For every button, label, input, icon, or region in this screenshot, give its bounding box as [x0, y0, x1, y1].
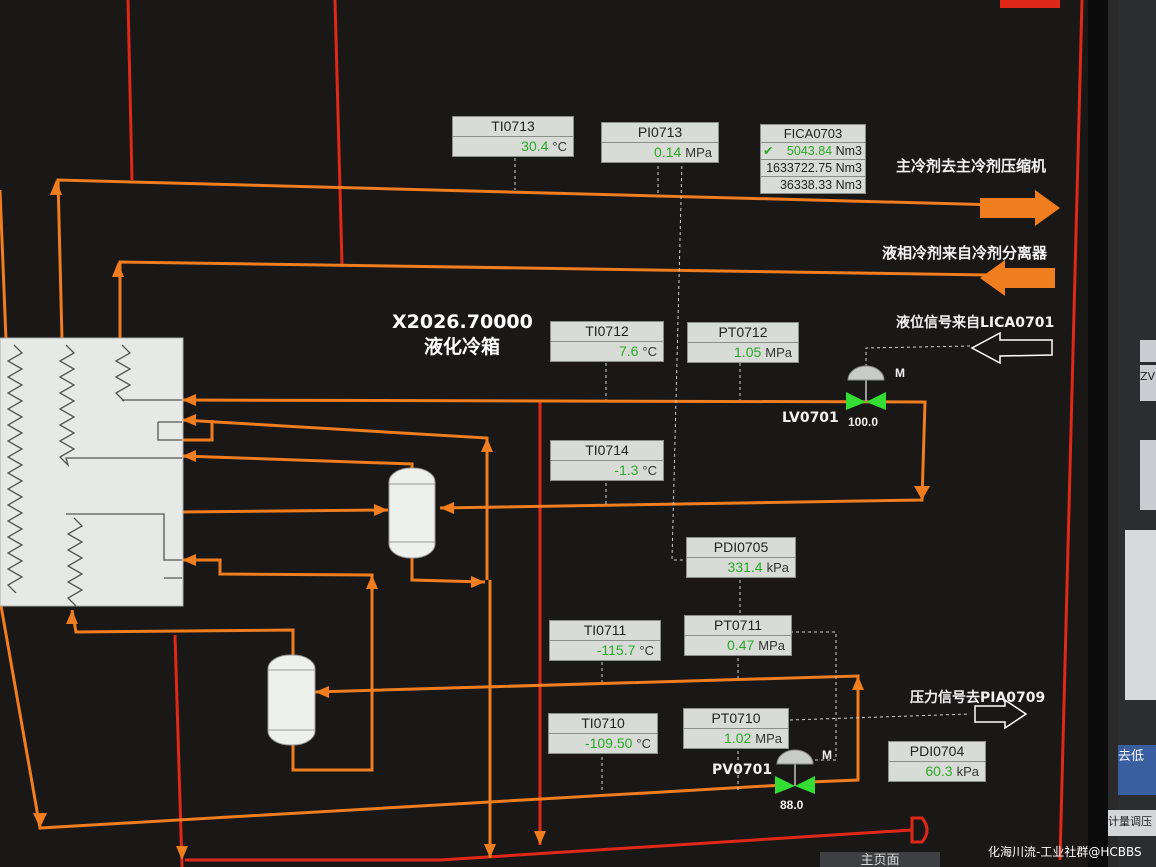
tag-ti0714[interactable]: TI0714 -1.3°C: [550, 440, 664, 481]
tag-ti0713[interactable]: TI0713 30.4°C: [452, 116, 574, 157]
watermark: 化海川流-工业社群@HCBBS: [988, 845, 1142, 859]
tag-ti0710[interactable]: TI0710 -109.50°C: [548, 713, 658, 754]
side-zv-text: ZV: [1140, 370, 1156, 383]
main-page-button[interactable]: 主页面: [820, 852, 940, 867]
separator-vessel-upper: [388, 467, 436, 559]
lv0701-mode: M: [895, 366, 905, 380]
liquid-refrigerant-in-arrow: [980, 260, 1055, 296]
lv0701-opening: 100.0: [848, 415, 879, 429]
pv0701-mode: M: [822, 748, 832, 762]
separator-vessel-lower: [267, 654, 316, 746]
page-title: X2026.70000 液化冷箱: [392, 311, 533, 358]
valve-lv0701: [846, 365, 886, 410]
main-refrigerant-out-arrow: [980, 190, 1060, 226]
tag-ti0711[interactable]: TI0711 -115.7°C: [549, 620, 661, 661]
label-level-signal: 液位信号来自LICA0701: [896, 315, 1055, 331]
label-pressure-signal: 压力信号去PIA0709: [910, 690, 1046, 706]
label-liquid-refrigerant: 液相冷剂来自冷剂分离器: [882, 244, 1048, 262]
tag-fica0703[interactable]: FICA0703 ✔5043.84 Nm3 1633722.75 Nm3 363…: [760, 124, 866, 194]
check-icon: ✔: [763, 144, 774, 158]
pv0701-label[interactable]: PV0701: [712, 762, 773, 778]
side-window: [1118, 0, 1156, 867]
pressure-signal-arrow: [974, 698, 1028, 730]
cold-box-exchanger: [0, 337, 184, 607]
bottom-red-line: [185, 828, 913, 862]
valve-pv0701: [775, 749, 815, 794]
level-signal-arrow: [970, 331, 1053, 365]
lv0701-label[interactable]: LV0701: [782, 410, 839, 426]
tag-ti0712[interactable]: TI0712 7.6°C: [550, 321, 664, 362]
label-main-refrigerant: 主冷剂去主冷剂压缩机: [896, 157, 1047, 175]
side-button-qudi[interactable]: 去低: [1118, 745, 1156, 795]
pv0701-opening: 88.0: [780, 798, 804, 812]
side-jiliang-text: 计量调压: [1108, 815, 1152, 828]
